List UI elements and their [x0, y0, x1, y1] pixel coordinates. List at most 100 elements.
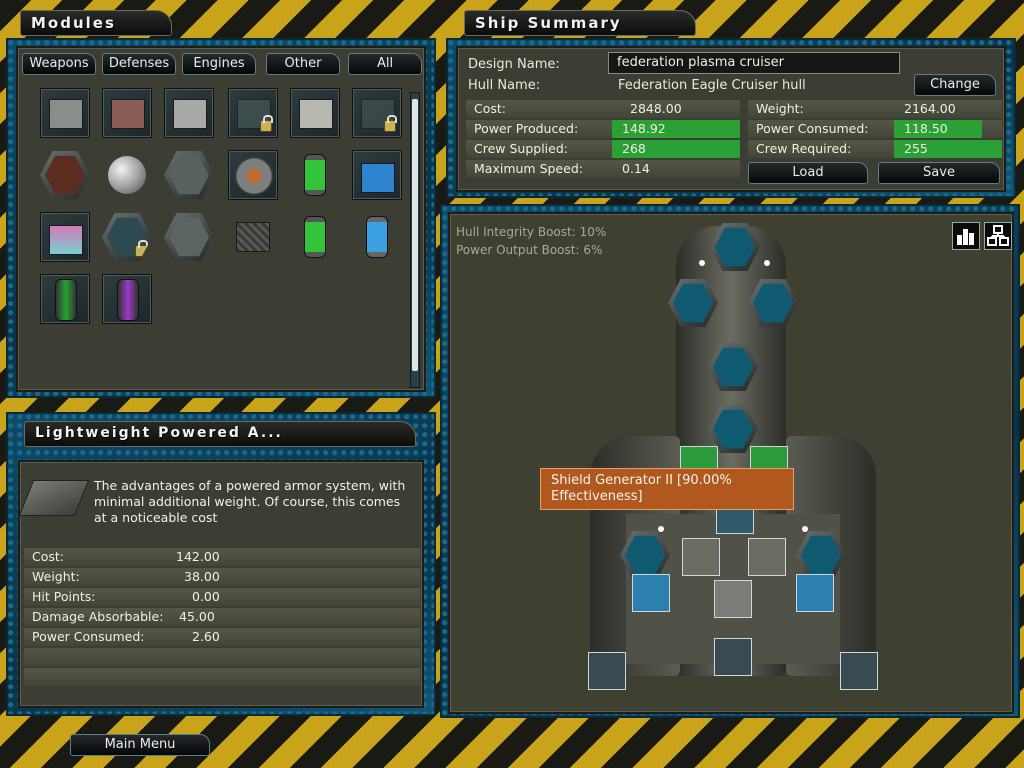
- summary-row-crew-supplied: Crew Supplied: 268: [466, 140, 740, 158]
- ship-slot-armor-1[interactable]: [682, 538, 720, 576]
- weight-value: 2164.00: [904, 101, 956, 116]
- ship-slot-gunship[interactable]: [714, 580, 752, 618]
- hull-name-value: Federation Eagle Cruiser hull: [618, 78, 806, 93]
- module-armor-locked-1[interactable]: [228, 88, 278, 138]
- change-hull-button[interactable]: Change: [914, 74, 996, 96]
- crew-supplied-bar: [612, 140, 740, 158]
- stat-row-power-consumed: Power Consumed: 2.60: [24, 628, 420, 646]
- power-consumed-value: 118.50: [904, 121, 948, 136]
- module-blue-cylinder[interactable]: [352, 212, 402, 262]
- crew-required-label: Crew Required:: [756, 141, 852, 156]
- module-armor-plate-light[interactable]: [164, 88, 214, 138]
- cost-value: 2848.00: [630, 101, 682, 116]
- lock-icon: [135, 240, 148, 257]
- save-button[interactable]: Save: [878, 162, 1000, 184]
- module-turret-locked[interactable]: [102, 213, 152, 261]
- detail-panel: The advantages of a powered armor system…: [18, 460, 424, 708]
- module-turret-2[interactable]: [164, 151, 214, 199]
- stat-value: 0.00: [192, 589, 220, 604]
- ship-slot-engine-right[interactable]: [840, 652, 878, 690]
- design-name-input[interactable]: federation plasma cruiser: [608, 52, 900, 74]
- stat-row-damage-absorbable: Damage Absorbable: 45.00: [24, 608, 420, 626]
- modules-title: Modules: [20, 10, 172, 36]
- module-armor-plate-red[interactable]: [102, 88, 152, 138]
- hull-integrity-boost: Hull Integrity Boost: 10%: [456, 225, 607, 239]
- layout-view-button[interactable]: [984, 222, 1012, 250]
- stat-row-hit-points: Hit Points: 0.00: [24, 588, 420, 606]
- summary-row-power-consumed: Power Consumed: 118.50: [748, 120, 1002, 138]
- stats-view-button[interactable]: [952, 222, 980, 250]
- module-armor-locked-2[interactable]: [352, 88, 402, 138]
- max-speed-value: 0.14: [622, 161, 650, 176]
- module-pink-cube[interactable]: [40, 212, 90, 262]
- stat-row-empty: [24, 668, 420, 686]
- stat-row-empty: [24, 648, 420, 666]
- ship-slot-engine-center[interactable]: [714, 638, 752, 676]
- tab-weapons[interactable]: Weapons: [22, 53, 96, 75]
- hardpoint-dot: [764, 260, 770, 266]
- main-menu-button[interactable]: Main Menu: [70, 734, 210, 756]
- detail-title: Lightweight Powered A...: [24, 421, 416, 447]
- load-button[interactable]: Load: [748, 162, 868, 184]
- summary-row-weight: Weight: 2164.00: [748, 100, 1002, 118]
- power-output-boost: Power Output Boost: 6%: [456, 243, 603, 257]
- stat-label: Cost:: [32, 549, 65, 564]
- tab-other[interactable]: Other: [266, 53, 340, 75]
- ship-slot-blue-left[interactable]: [632, 574, 670, 612]
- modules-scroll-thumb[interactable]: [412, 99, 418, 371]
- cost-label: Cost:: [474, 101, 507, 116]
- module-turret-1[interactable]: [40, 151, 90, 199]
- stat-label: Hit Points:: [32, 589, 96, 604]
- bar-chart-icon: [957, 229, 974, 245]
- modules-panel: Weapons Defenses Engines Other All: [16, 46, 426, 392]
- summary-row-cost: Cost: 2848.00: [466, 100, 740, 118]
- power-consumed-label: Power Consumed:: [756, 121, 869, 136]
- stat-label: Damage Absorbable:: [32, 609, 164, 624]
- stat-row-cost: Cost: 142.00: [24, 548, 420, 566]
- module-sphere[interactable]: [102, 150, 152, 200]
- module-description: The advantages of a powered armor system…: [94, 478, 406, 525]
- stat-value: 38.00: [184, 569, 220, 584]
- module-blue-cube[interactable]: [352, 150, 402, 200]
- module-green-cylinder-1[interactable]: [290, 150, 340, 200]
- module-green-reactor[interactable]: [40, 274, 90, 324]
- summary-row-max-speed: Maximum Speed: 0.14: [466, 160, 740, 178]
- tab-defenses[interactable]: Defenses: [102, 53, 176, 75]
- stat-label: Power Consumed:: [32, 629, 145, 644]
- module-tooltip: Shield Generator II [90.00% Effectivenes…: [540, 468, 794, 510]
- selected-module-icon: [18, 480, 90, 516]
- stat-value: 2.60: [192, 629, 220, 644]
- ship-slot-blue-right[interactable]: [796, 574, 834, 612]
- crew-supplied-label: Crew Supplied:: [474, 141, 568, 156]
- tab-all[interactable]: All: [348, 53, 422, 75]
- summary-panel: Design Name: federation plasma cruiser H…: [456, 46, 1006, 192]
- stat-value: 142.00: [176, 549, 220, 564]
- module-grid: [18, 84, 408, 384]
- power-produced-value: 148.92: [622, 121, 666, 136]
- ship-slot-armor-2[interactable]: [748, 538, 786, 576]
- module-purple-reactor[interactable]: [102, 274, 152, 324]
- module-turret-3[interactable]: [164, 213, 214, 261]
- tooltip-line: Shield Generator II [90.00%: [551, 473, 732, 488]
- module-grid-plate[interactable]: [228, 212, 278, 262]
- module-armor-plate-1[interactable]: [40, 88, 90, 138]
- crew-required-value: 255: [904, 141, 928, 156]
- summary-row-power-produced: Power Produced: 148.92: [466, 120, 740, 138]
- module-dish[interactable]: [228, 150, 278, 200]
- ship-slot-engine-left[interactable]: [588, 652, 626, 690]
- module-green-cylinder-2[interactable]: [290, 212, 340, 262]
- modules-scrollbar[interactable]: [410, 92, 420, 388]
- tooltip-line: Effectiveness]: [551, 489, 643, 504]
- power-produced-label: Power Produced:: [474, 121, 579, 136]
- tab-engines[interactable]: Engines: [182, 53, 256, 75]
- lock-icon: [384, 115, 397, 132]
- stat-row-weight: Weight: 38.00: [24, 568, 420, 586]
- module-armor-plate-mesh[interactable]: [290, 88, 340, 138]
- max-speed-label: Maximum Speed:: [474, 161, 583, 176]
- hierarchy-icon: [987, 225, 1009, 246]
- summary-title: Ship Summary: [464, 10, 696, 36]
- hardpoint-dot: [658, 526, 664, 532]
- hardpoint-dot: [802, 526, 808, 532]
- ship-hull: [450, 214, 1016, 716]
- crew-required-bar: [894, 140, 1002, 158]
